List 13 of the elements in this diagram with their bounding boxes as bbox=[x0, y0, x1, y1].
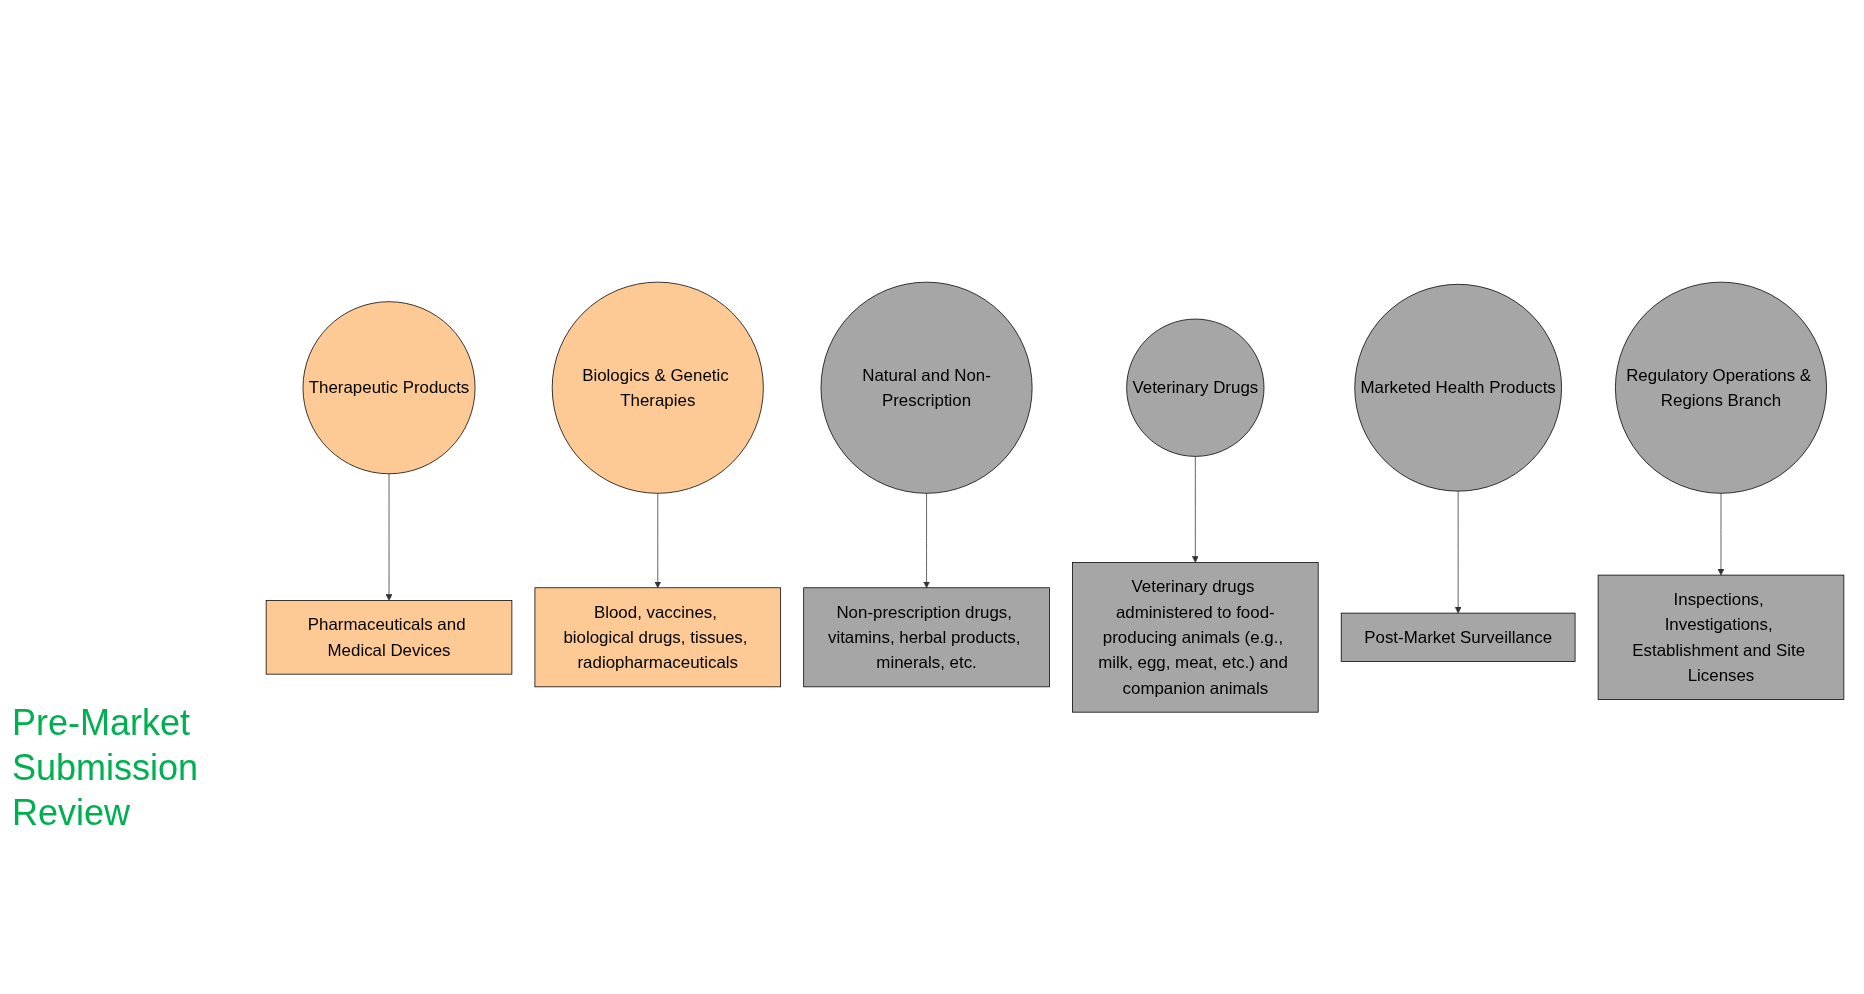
side-note: Pre-Market Submission Review bbox=[12, 701, 200, 835]
node-circle: Natural and Non-Prescription bbox=[820, 281, 1033, 494]
node-circle: Therapeutic Products bbox=[302, 301, 476, 474]
node-box: Blood, vaccines, biological drugs, tissues, radiopharmaceuticals bbox=[534, 587, 782, 688]
node-circle: Regulatory Operations & Regions Branch bbox=[1615, 281, 1827, 494]
node-box: Pharmaceuticals and Medical Devices bbox=[265, 599, 513, 675]
node-circle: Marketed Health Products bbox=[1354, 283, 1562, 492]
node-box: Post-Market Surveillance bbox=[1340, 612, 1576, 662]
node-circle: Biologics & Genetic Therapies bbox=[551, 281, 764, 494]
node-box: Veterinary drugs administered to food-producing animals (e.g., milk, egg, meat, etc.) and companion animals bbox=[1072, 561, 1319, 713]
node-box: Inspections, Investigations, Establishment and Site Licenses bbox=[1597, 574, 1845, 700]
node-box: Non-prescription drugs, vitamins, herbal products, minerals, etc. bbox=[803, 587, 1050, 688]
node-circle: Veterinary Drugs bbox=[1126, 318, 1265, 457]
